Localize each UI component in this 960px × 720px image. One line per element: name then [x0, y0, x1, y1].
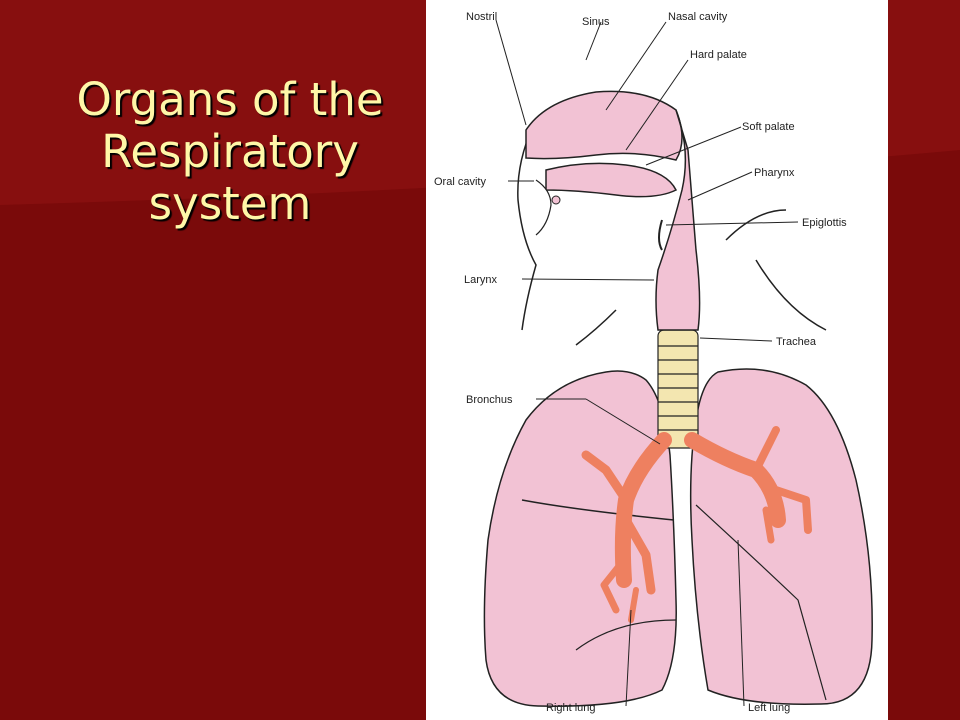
right-lung — [483, 370, 677, 707]
label-epiglottis: Epiglottis — [802, 217, 847, 229]
label-larynx: Larynx — [464, 274, 498, 286]
slide-title: Organs of the Respiratory system — [76, 73, 384, 230]
bronchi — [581, 426, 812, 623]
epiglottis — [658, 219, 663, 251]
label-pharynx: Pharynx — [754, 167, 795, 179]
respiratory-diagram: Nostril Sinus Nasal cavity Hard palate S… — [434, 11, 873, 714]
label-hard-palate: Hard palate — [690, 49, 747, 61]
pharynx — [655, 109, 701, 331]
label-left-lung: Left lung — [748, 702, 790, 714]
left-lung — [689, 368, 873, 705]
nasal-cavity — [525, 90, 683, 161]
label-soft-palate: Soft palate — [742, 121, 795, 133]
head-profile — [517, 119, 537, 331]
label-sinus: Sinus — [582, 16, 610, 28]
oral-cavity — [545, 162, 678, 198]
label-oral-cavity: Oral cavity — [434, 176, 486, 188]
respiratory-diagram-panel: Nostril Sinus Nasal cavity Hard palate S… — [426, 0, 888, 720]
label-right-lung: Right lung — [546, 702, 596, 714]
label-trachea: Trachea — [776, 336, 817, 348]
label-nasal-cavity: Nasal cavity — [668, 11, 728, 23]
trachea — [657, 329, 699, 449]
label-bronchus: Bronchus — [466, 394, 513, 406]
label-nostril: Nostril — [466, 11, 497, 23]
